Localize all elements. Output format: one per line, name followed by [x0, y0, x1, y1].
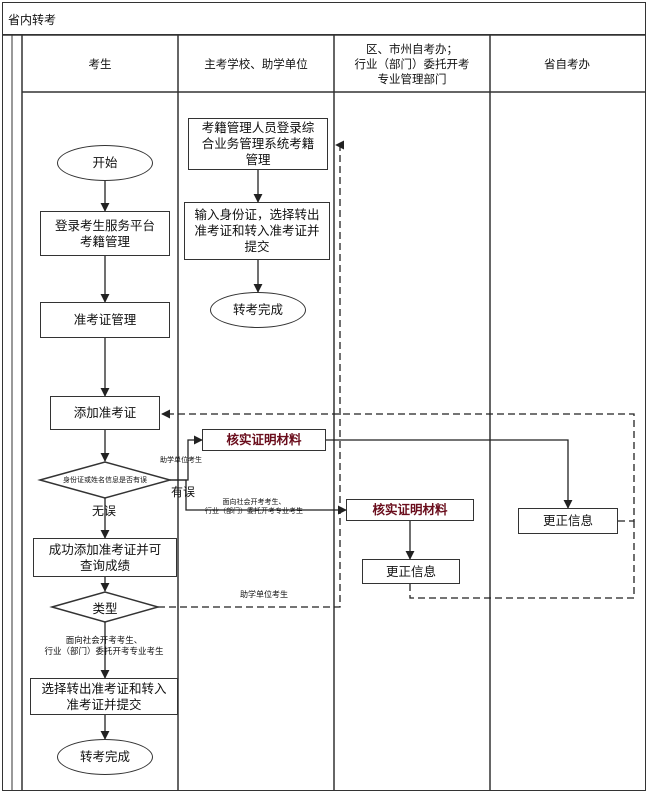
correct-province-box: 更正信息 — [518, 508, 618, 534]
ticket-management-box: 准考证管理 — [40, 302, 170, 338]
verify-region-box: 核实证明材料 — [346, 499, 474, 521]
verify-school-box: 核实证明材料 — [202, 429, 326, 451]
lane-header-region: 区、市州自考办； 行业（部门）委托开考 专业管理部门 — [354, 41, 470, 86]
no-error-label: 无误 — [92, 504, 117, 518]
start-node: 开始 — [57, 145, 153, 181]
add-ticket-box: 添加准考证 — [50, 396, 160, 430]
login-service-platform-box: 登录考生服务平台 考籍管理 — [40, 211, 170, 256]
school-input-box: 输入身份证，选择转出 准考证和转入准考证并 提交 — [184, 202, 330, 260]
assist-student-label-2: 助学单位考生 — [240, 590, 288, 599]
correct-region-box: 更正信息 — [362, 559, 460, 584]
end-student-node: 转考完成 — [57, 739, 153, 775]
diagram-title: 省内转考 — [8, 13, 57, 27]
has-error-label: 有误 — [171, 485, 196, 499]
decision-info-label: 身份证或姓名信息是否有误 — [63, 475, 147, 484]
social-student-label-1: 面向社会开考考生、 行业（部门）委托开考专业考生 — [205, 498, 303, 515]
lane-header-student: 考生 — [88, 56, 112, 71]
social-student-label-2: 面向社会开考考生、 行业（部门）委托开考专业考生 — [44, 636, 164, 657]
end-school-node: 转考完成 — [210, 292, 306, 328]
assist-student-label-1: 助学单位考生 — [160, 456, 202, 464]
success-add-ticket-box: 成功添加准考证并可 查询成绩 — [33, 538, 177, 577]
school-login-box: 考籍管理人员登录综 合业务管理系统考籍 管理 — [188, 118, 328, 170]
select-transfer-box: 选择转出准考证和转入 准考证并提交 — [30, 678, 178, 715]
lane-header-school: 主考学校、助学单位 — [204, 56, 308, 71]
decision-type-label: 类型 — [92, 600, 118, 616]
lane-header-province: 省自考办 — [544, 56, 590, 71]
